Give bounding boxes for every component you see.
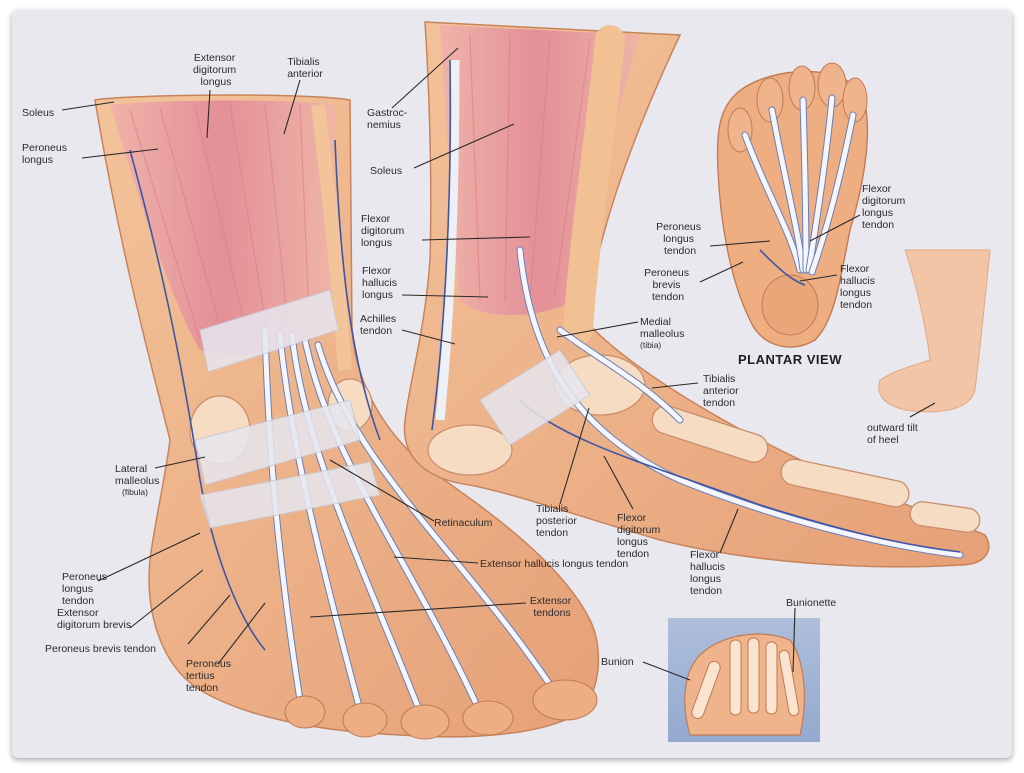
label-extensor-tendons: Extensor tendons — [530, 595, 574, 619]
leader-lines — [61, 47, 936, 681]
label-peroneus-tertius-tendon: Peroneus tertius tendon — [186, 658, 234, 694]
label-peroneus-brevis-tendon: Peroneus brevis tendon — [45, 643, 156, 655]
label-retinaculum: Retinaculum — [434, 517, 493, 529]
label-extensor-digitorum-longus-top: Extensor digitorum longus — [193, 52, 239, 88]
label-extensor-digitorum-brevis: Extensor digitorum brevis — [57, 607, 131, 631]
label-achilles-tendon: Achilles tendon — [360, 313, 399, 337]
labels: Soleus Peroneus longus Extensor digitoru… — [22, 52, 921, 694]
label-plantar-peroneus-longus: Peroneus longus tendon — [656, 221, 704, 257]
label-tibialis-anterior-tendon: Tibialis anterior tendon — [703, 373, 742, 409]
label-plantar-peroneus-brevis: Peroneus brevis tendon — [644, 267, 692, 303]
label-bunion: Bunion — [601, 656, 634, 668]
label-flexor-digitorum-longus-tendon: Flexor digitorum longus tendon — [617, 512, 663, 560]
medial-foot-illustration — [403, 21, 990, 568]
label-tibialis-anterior-top: Tibialis anterior — [287, 56, 323, 80]
label-extensor-hallucis-longus-tendon: Extensor hallucis longus tendon — [480, 558, 628, 570]
label-flexor-digitorum-longus: Flexor digitorum longus — [361, 213, 407, 249]
label-peroneus-longus-tendon: Peroneus longus tendon — [62, 571, 110, 607]
label-soleus-left: Soleus — [22, 107, 54, 119]
label-tibialis-posterior-tendon: Tibialis posterior tendon — [536, 503, 580, 539]
label-soleus-medial: Soleus — [370, 165, 402, 177]
label-medial-malleolus: Medial malleolus (tibia) — [640, 316, 687, 350]
heel-tilt-illustration — [878, 249, 991, 413]
anterior-foot-illustration — [94, 94, 600, 740]
plantar-view-illustration — [716, 62, 869, 348]
plantar-view-title: PLANTAR VIEW — [738, 352, 842, 367]
label-peroneus-longus-upper: Peroneus longus — [22, 142, 70, 166]
label-gastrocnemius: Gastroc- nemius — [367, 107, 410, 131]
label-outward-tilt-of-heel: outward tilt of heel — [867, 422, 921, 446]
bunion-inset — [668, 618, 820, 742]
label-plantar-flexor-hallucis: Flexor hallucis longus tendon — [840, 263, 878, 311]
label-lateral-malleolus: Lateral malleolus (fibula) — [115, 463, 162, 497]
label-flexor-hallucis-longus: Flexor hallucis longus — [362, 265, 400, 301]
label-plantar-flexor-digitorum: Flexor digitorum longus tendon — [862, 183, 908, 231]
label-flexor-hallucis-longus-tendon-lower: Flexor hallucis longus tendon — [690, 549, 728, 597]
label-bunionette: Bunionette — [786, 597, 836, 609]
